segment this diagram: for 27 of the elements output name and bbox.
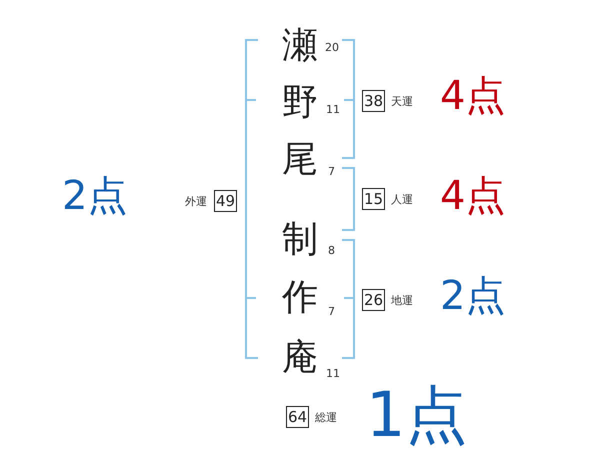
fortune-label: 天運	[391, 96, 413, 107]
stroke-count: 11	[326, 368, 340, 379]
score: 1点	[366, 384, 468, 446]
number-box: 49	[214, 190, 237, 212]
stroke-count: 7	[328, 166, 335, 177]
name-character: 制	[282, 222, 318, 258]
fortune-label: 外運	[185, 196, 207, 207]
score: 2点	[62, 176, 128, 216]
name-character: 尾	[282, 142, 318, 178]
fortune-label: 総運	[315, 412, 337, 423]
name-character: 瀬	[282, 28, 318, 64]
stroke-count: 20	[325, 42, 339, 53]
name-character: 庵	[282, 340, 318, 376]
name-character: 野	[282, 85, 318, 121]
fortune-label: 地運	[391, 295, 413, 306]
name-character: 作	[282, 280, 318, 316]
score: 4点	[440, 176, 506, 216]
stroke-count: 7	[328, 306, 335, 317]
number-box: 15	[362, 188, 385, 210]
number-box: 64	[286, 406, 309, 428]
number-box: 38	[362, 90, 385, 112]
fortune-label: 人運	[391, 194, 413, 205]
stroke-count: 11	[326, 104, 340, 115]
number-box: 26	[362, 289, 385, 311]
stroke-count: 8	[328, 245, 335, 256]
score: 2点	[440, 276, 506, 316]
score: 4点	[440, 76, 506, 116]
